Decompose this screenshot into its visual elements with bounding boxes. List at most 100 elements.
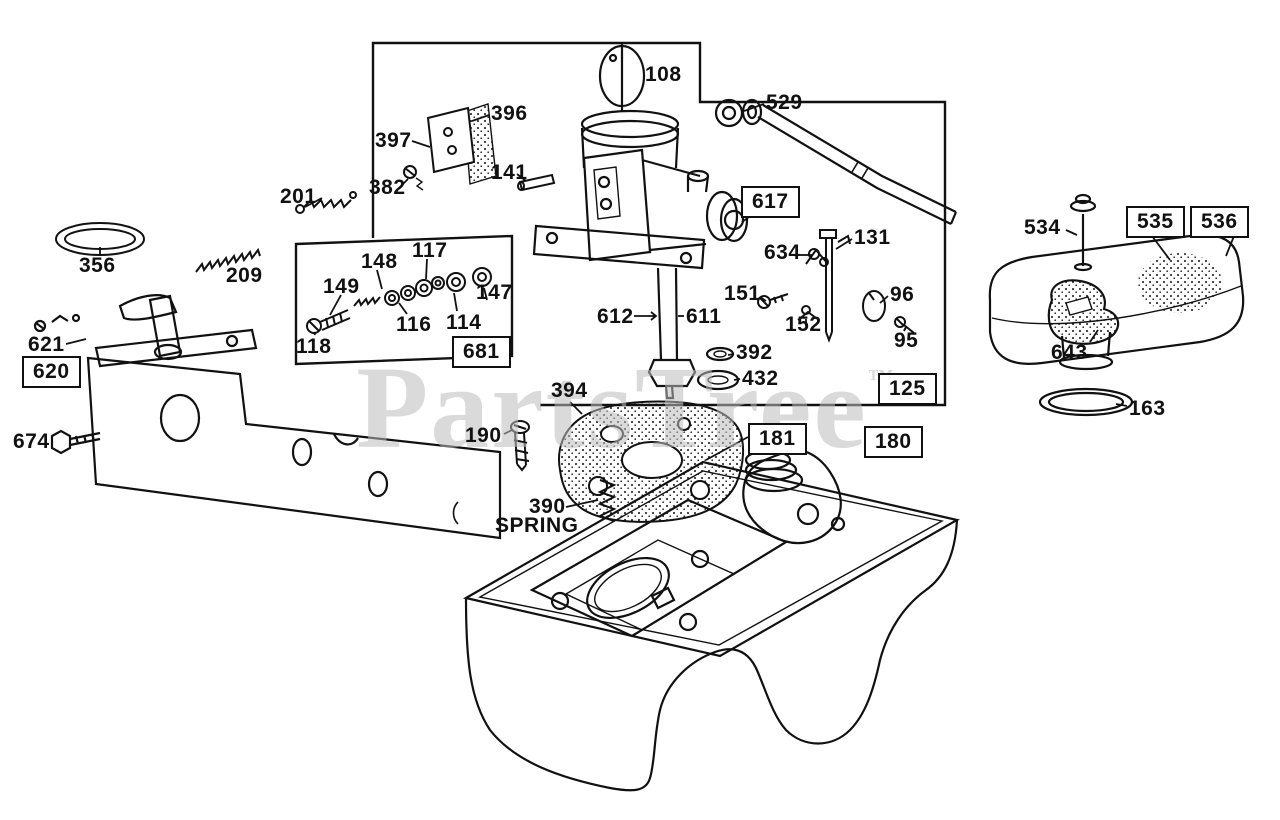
banjo-fitting-529-inner <box>721 105 737 121</box>
fuel-pipe-stem-612-611 <box>656 267 679 361</box>
panel-large-hole <box>159 393 201 443</box>
clip-621 <box>51 314 69 323</box>
ring-356 <box>55 222 145 256</box>
part-label-536: 536 <box>1190 206 1249 238</box>
panel-slot <box>452 501 459 525</box>
screw-382-slot <box>404 167 416 177</box>
leader-lines <box>65 103 1235 508</box>
tank-screw-hole <box>690 549 710 569</box>
washer-392-inner <box>713 350 727 358</box>
part-label-152: 152 <box>785 313 822 336</box>
part-label-149: 149 <box>323 275 360 298</box>
disc-96-notch <box>868 292 875 301</box>
control-bracket-drawing <box>33 294 502 540</box>
part-label-397: 397 <box>375 129 412 152</box>
part-label-116: 116 <box>396 313 432 336</box>
stud-534-knob <box>1069 199 1097 213</box>
throttle-bore <box>723 209 745 231</box>
main-assembly-box <box>371 41 947 407</box>
carb-body-face <box>582 148 652 262</box>
part-label-95: 95 <box>894 329 919 352</box>
part-label-190: 190 <box>465 424 502 447</box>
elbow-rib <box>744 458 798 482</box>
seat-147 <box>472 267 492 287</box>
needle-valve-parts-drawing <box>306 267 492 334</box>
screw-382 <box>403 165 417 179</box>
washer-117 <box>415 279 433 297</box>
part-label-181: 181 <box>748 423 807 455</box>
screw-621 <box>33 319 47 333</box>
flange-hole <box>545 231 559 245</box>
carb-boss-sides <box>686 175 710 193</box>
mount-flange <box>532 224 706 270</box>
screw-149-slot <box>308 320 320 332</box>
washer-114 <box>446 272 466 292</box>
gasket-and-spacer-drawing <box>510 400 744 523</box>
clip-634-wire <box>805 248 829 265</box>
part-label-125: 125 <box>878 373 937 405</box>
gasket-center-hole <box>621 441 683 479</box>
part-label-674: 674 <box>13 430 50 453</box>
part-label-390: 390 <box>529 495 566 518</box>
disc-96 <box>862 290 886 322</box>
panel-hole <box>291 437 313 467</box>
screw-151-head <box>757 295 771 309</box>
elbow-hole <box>796 502 820 526</box>
carb-neck-base <box>1058 353 1114 371</box>
screw-149-shaft <box>319 309 351 331</box>
link-201-hook <box>349 191 357 199</box>
part-label-163: 163 <box>1129 397 1166 420</box>
part-label-643: 643 <box>1051 341 1088 364</box>
stud-washer <box>1073 262 1093 272</box>
part-label-611: 611 <box>686 305 722 328</box>
panel-hole <box>367 470 389 498</box>
screw-95 <box>896 318 915 334</box>
part-label-108: 108 <box>645 63 682 86</box>
spring-209 <box>195 247 261 273</box>
part-label-96: 96 <box>890 283 915 306</box>
cover-535-536 <box>988 234 1245 365</box>
carb-body-hole <box>599 197 613 211</box>
lever-arm <box>118 294 178 321</box>
oring-163-inner <box>1047 391 1125 413</box>
cover-foam-window <box>1138 253 1222 313</box>
air-cleaner-drawing <box>988 193 1245 417</box>
part-label-131: 131 <box>854 226 891 249</box>
washer-116 <box>400 285 416 301</box>
gasket-hole <box>690 480 710 500</box>
part-label-114: 114 <box>446 311 482 334</box>
part-label-382: 382 <box>369 176 406 199</box>
part-label-612: 612 <box>597 305 634 328</box>
plate-hole <box>443 127 453 137</box>
pipe-hatch <box>851 161 869 179</box>
clip-152 <box>797 310 817 321</box>
part-label-147: 147 <box>476 281 513 304</box>
pin-141-end <box>517 181 525 191</box>
screw-674-head <box>50 429 72 455</box>
choke-plate-hole <box>608 53 618 63</box>
part-label-356: 356 <box>79 254 116 277</box>
elbow-ear-hole <box>830 516 846 532</box>
part-label-201: 201 <box>280 185 317 208</box>
screw-621-slot <box>35 322 45 330</box>
carb-body-detail <box>593 166 621 220</box>
tank-square-hole <box>650 586 676 610</box>
screw-190-shaft <box>513 431 530 472</box>
part-label-394: 394 <box>551 379 588 402</box>
screw-674-shaft <box>69 431 101 447</box>
gasket-hole <box>600 425 624 443</box>
float-parts-drawing <box>757 229 915 343</box>
fuel-pipe-drawing <box>714 98 958 225</box>
throttle-ring <box>719 197 749 243</box>
part-label-392: 392 <box>736 341 773 364</box>
part-label-535: 535 <box>1126 206 1185 238</box>
screw-190-slot <box>513 424 527 430</box>
plate-396 <box>426 106 476 174</box>
spring-148 <box>353 296 381 307</box>
carb-neck-lines <box>1060 331 1112 359</box>
part-label-117: 117 <box>412 239 448 262</box>
part-label-spring: SPRING <box>495 514 579 537</box>
carburetor-assembly-drawing <box>532 44 749 400</box>
washer-432-inner <box>707 375 729 385</box>
